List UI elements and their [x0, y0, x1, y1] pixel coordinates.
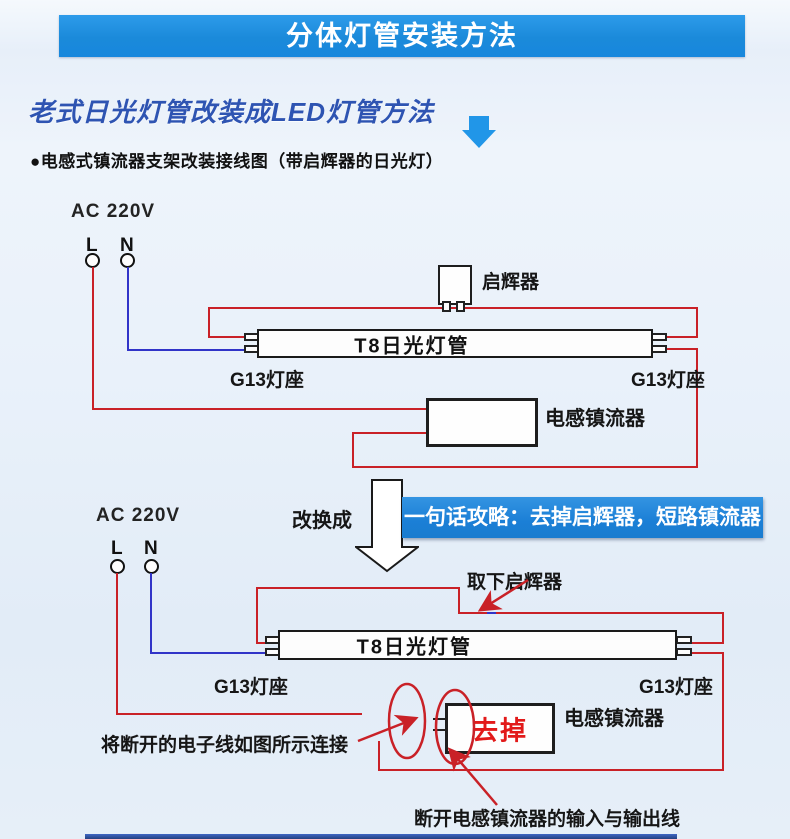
d2-wire-step-vert: [458, 587, 460, 614]
d2-ac-label: AC 220V: [96, 505, 181, 526]
tip-banner: 一句话攻略：去掉启辉器，短路镇流器: [402, 497, 763, 538]
d1-ballast-box: [426, 398, 538, 447]
page-title: 老式日光灯管改装成LED灯管方法: [28, 97, 435, 127]
d2-ballast-box: 去掉: [445, 703, 555, 754]
d2-wire-right-lower-vert: [722, 652, 724, 771]
d2-note-disconnect: 断开电感镇流器的输入与输出线: [414, 809, 681, 830]
d1-wire-loop-top: [208, 307, 698, 309]
d1-wire-bottom-horiz: [352, 466, 698, 468]
big-down-arrow-icon: [355, 479, 419, 573]
d1-socket-right-label: G13灯座: [631, 370, 705, 391]
d1-wire-loop-right-to-pin: [662, 336, 698, 338]
d2-ballast-stub-upper: [433, 718, 445, 720]
d2-wire-cut-stub-vert: [378, 741, 380, 771]
d1-starter-pin-right: [456, 301, 465, 312]
d2-tube: T8日光灯管: [278, 630, 677, 660]
d2-tube-pin-right-lower: [676, 648, 692, 656]
d1-tube-label: T8日光灯管: [354, 335, 470, 357]
d1-starter-box: [438, 265, 472, 305]
arrow-disconnect-note: [447, 747, 498, 806]
d2-ballast-label: 电感镇流器: [564, 708, 664, 730]
d1-tube: T8日光灯管: [257, 329, 653, 358]
d1-wire-neutral-horiz: [127, 349, 248, 351]
d1-starter-label: 启辉器: [482, 272, 540, 293]
d1-neutral-label: N: [120, 235, 134, 256]
d1-wire-ballast-out-horiz: [352, 432, 426, 434]
d2-wire-neutral-vert: [150, 573, 152, 654]
d2-wire-left-vert: [256, 587, 258, 644]
arrow-connect-note: [357, 714, 419, 743]
d2-socket-left-label: G13灯座: [214, 677, 288, 698]
d1-wire-ballast-out-vert: [352, 432, 354, 468]
d2-tube-label: T8日光灯管: [356, 636, 472, 659]
bottom-banner-edge: [85, 834, 677, 839]
d2-wire-live-vert: [116, 573, 118, 715]
d1-socket-left-label: G13灯座: [230, 370, 304, 391]
blue-down-arrow-icon: [462, 116, 496, 148]
section-heading: ●电感式镇流器支架改装接线图（带启辉器的日光灯）: [30, 152, 444, 171]
d1-wire-loop-left-to-pin: [208, 336, 248, 338]
d2-wire-live-horiz: [116, 713, 362, 715]
d1-tube-pin-right-lower: [651, 345, 667, 353]
d2-neutral-terminal: [144, 559, 159, 574]
d2-ballast-remove-text: 去掉: [471, 715, 528, 745]
d2-live-label: L: [111, 538, 123, 559]
d2-ballast-stub-lower: [433, 729, 445, 731]
d2-wire-right-upper-vert: [722, 612, 724, 644]
d2-wire-starter-joint-mark: [487, 612, 496, 614]
d1-neutral-terminal: [120, 253, 135, 268]
d1-ballast-label: 电感镇流器: [545, 408, 645, 430]
circle-cut-point-left: [387, 682, 427, 760]
d1-starter-pin-left: [442, 301, 451, 312]
top-banner-title: 分体灯管安装方法: [59, 15, 745, 57]
d1-wire-neutral-vert: [127, 267, 129, 351]
d1-wire-right-lower-pin: [662, 348, 698, 350]
d2-socket-right-label: G13灯座: [639, 677, 713, 698]
d2-wire-top-horiz-a: [256, 587, 460, 589]
change-into-label: 改换成: [292, 510, 352, 532]
d1-live-label: L: [86, 235, 98, 256]
d2-remove-starter-note: 取下启辉器: [467, 572, 563, 593]
d2-neutral-label: N: [144, 538, 158, 559]
d1-ac-label: AC 220V: [71, 201, 156, 222]
d1-wire-right-down-vert: [696, 348, 698, 468]
d2-wire-bottom-horiz: [378, 769, 724, 771]
d2-wire-right-pin-lower: [689, 652, 724, 654]
d2-tube-pin-right-upper: [676, 636, 692, 644]
d1-wire-loop-right-vert: [696, 307, 698, 338]
d1-live-terminal: [85, 253, 100, 268]
d2-wire-neutral-horiz: [150, 652, 266, 654]
d1-wire-loop-left-vert: [208, 307, 210, 338]
d2-note-connect: 将断开的电子线如图所示连接: [101, 735, 349, 756]
d2-wire-right-pin-upper: [689, 642, 724, 644]
d1-wire-live-horiz: [92, 408, 428, 410]
d1-tube-pin-right-upper: [651, 333, 667, 341]
d1-wire-live-vert: [92, 267, 94, 410]
d2-live-terminal: [110, 559, 125, 574]
d2-wire-top-horiz-b: [458, 612, 724, 614]
